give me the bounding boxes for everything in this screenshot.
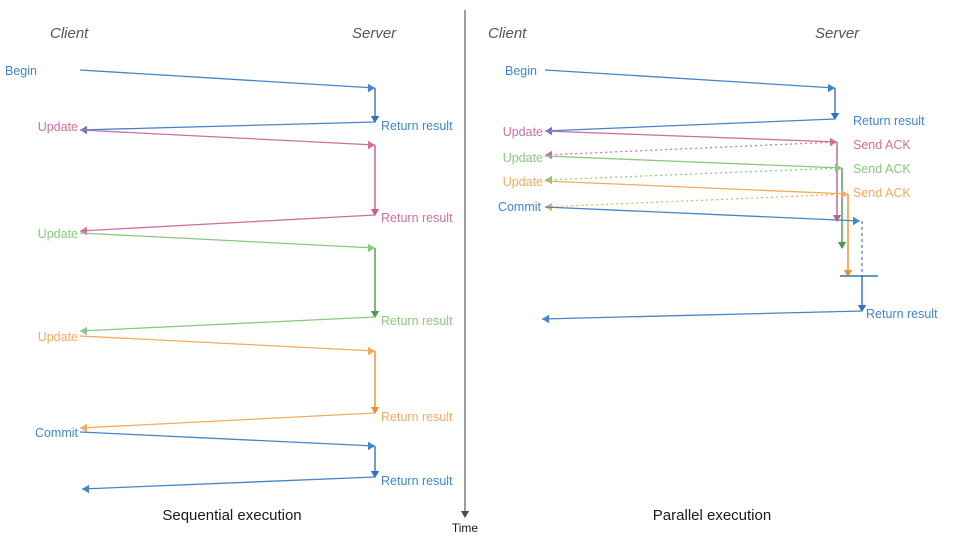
server-lane-header: Server <box>815 25 860 42</box>
message-arrow-return-result <box>81 476 376 490</box>
commit-drop-arrowhead <box>857 305 867 312</box>
message-arrowhead <box>853 216 860 226</box>
message-label: Update <box>38 330 78 344</box>
message-arrow-update <box>544 155 843 169</box>
message-arrowhead <box>545 175 552 185</box>
server-bar-arrowhead <box>370 407 380 414</box>
server-bar-arrowhead <box>830 113 840 120</box>
message-arrowhead <box>368 346 375 356</box>
message-arrowhead <box>545 150 552 160</box>
message-arrow-send-ack <box>544 167 843 181</box>
message-label: Return result <box>381 410 453 424</box>
message-label: Begin <box>5 64 37 78</box>
message-arrow-update <box>79 232 376 249</box>
message-label: Send ACK <box>853 186 911 200</box>
client-lane-header: Client <box>488 25 527 42</box>
message-arrow-commit <box>544 206 861 222</box>
message-arrowhead <box>841 189 848 199</box>
message-arrow-update <box>544 130 838 143</box>
message-arrow-return-result <box>79 121 376 131</box>
message-arrowhead <box>542 314 549 324</box>
server-bar-arrowhead <box>832 215 842 222</box>
server-bar-arrowhead <box>370 311 380 318</box>
message-arrow-begin <box>544 69 836 89</box>
time-axis-arrowhead <box>460 511 470 518</box>
message-arrowhead <box>368 140 375 150</box>
message-arrow-update <box>79 129 376 146</box>
message-label: Update <box>503 175 543 189</box>
server-lane-header: Server <box>352 25 397 42</box>
message-arrowhead <box>80 423 87 433</box>
message-label: Send ACK <box>853 138 911 152</box>
message-arrowhead <box>368 83 375 93</box>
message-label: Update <box>38 120 78 134</box>
message-arrow-return-result <box>79 214 376 232</box>
message-arrowhead <box>368 441 375 451</box>
message-label: Send ACK <box>853 162 911 176</box>
message-label: Return result <box>381 119 453 133</box>
message-label: Commit <box>35 426 79 440</box>
message-arrowhead <box>82 484 89 494</box>
message-arrowhead <box>835 163 842 173</box>
message-arrowhead <box>80 326 87 336</box>
message-arrow-return-result <box>79 412 376 429</box>
client-lane-header: Client <box>50 25 89 42</box>
server-bar-arrowhead <box>843 270 853 277</box>
message-label: Commit <box>498 200 542 214</box>
message-arrow-send-ack <box>544 193 849 208</box>
server-bar-arrowhead <box>370 209 380 216</box>
message-arrow-return-result <box>544 118 836 132</box>
message-arrow-update <box>79 335 376 352</box>
panel-caption: Sequential execution <box>162 507 301 524</box>
message-label: Begin <box>505 64 537 78</box>
message-arrow-return-result <box>79 316 376 332</box>
message-arrowhead <box>368 243 375 253</box>
message-label: Update <box>503 151 543 165</box>
message-label: Return result <box>866 307 938 321</box>
message-arrow-return-result <box>541 310 863 320</box>
message-arrow-update <box>544 180 849 195</box>
message-arrow-begin <box>79 69 376 89</box>
message-arrow-commit <box>79 431 376 447</box>
message-arrow-send-ack <box>544 141 838 156</box>
message-arrowhead <box>830 137 837 147</box>
time-axis-label: Time <box>452 521 479 535</box>
message-label: Update <box>38 227 78 241</box>
message-label: Update <box>503 125 543 139</box>
message-label: Return result <box>381 474 453 488</box>
server-bar-arrowhead <box>370 116 380 123</box>
message-label: Return result <box>381 314 453 328</box>
message-label: Return result <box>853 114 925 128</box>
message-arrowhead <box>828 83 835 93</box>
message-label: Return result <box>381 211 453 225</box>
panel-caption: Parallel execution <box>653 507 771 524</box>
server-bar-arrowhead <box>370 471 380 478</box>
server-bar-arrowhead <box>837 242 847 249</box>
